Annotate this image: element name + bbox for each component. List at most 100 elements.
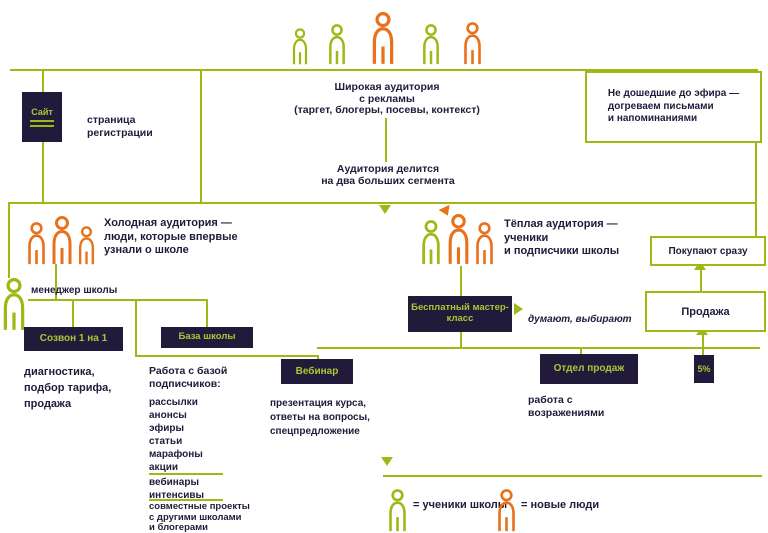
reminder-box-text: Не дошедшие до эфира — догреваем письмам… <box>602 88 745 126</box>
warm-line1: Тёплая аудитория — <box>504 218 618 230</box>
masterclass-box: Бесплатный мастер- класс <box>408 296 512 332</box>
base-item: рассылки <box>149 397 198 408</box>
base-separator-1 <box>149 473 223 475</box>
webinar-line1: презентация курса, <box>270 398 367 409</box>
connector <box>700 266 702 291</box>
base-box: База школы <box>161 327 253 348</box>
cold-line2: люди, которые впервые <box>104 230 238 243</box>
base-item: и блогерами <box>149 522 209 533</box>
legend-orange-label: = новые люди <box>521 499 600 511</box>
sale-label: Продажа <box>681 305 730 318</box>
arrow-right-icon <box>514 303 523 315</box>
person-icon-top-3 <box>370 12 396 66</box>
webinar-line2: ответы на вопросы, <box>270 412 370 423</box>
sales-dept-line2: возражениями <box>528 407 605 419</box>
base-items-group3: совместные проекты с другими школами и б… <box>149 501 250 533</box>
person-icon-cold-3 <box>77 226 96 266</box>
connector <box>317 355 319 361</box>
person-icon-warm-2 <box>446 214 471 266</box>
masterclass-text: Бесплатный мастер- класс <box>411 303 509 324</box>
sales-dept-label: Отдел продаж <box>553 363 625 375</box>
person-icon-warm-1 <box>420 220 442 266</box>
warm-branch-note: Тёплая аудитория — ученики и подписчики … <box>504 218 619 259</box>
site-caption-line2: регистрации <box>87 126 153 139</box>
manager-line3: продажа <box>24 398 72 410</box>
connector <box>460 266 462 297</box>
base-separator-2 <box>149 499 223 501</box>
buy-now-box: Покупают сразу <box>650 236 766 266</box>
sales-dept-note: работа с возражениями <box>528 394 604 420</box>
base-items-group1: рассылки анонсы эфиры статьи марафоны ак… <box>149 396 203 474</box>
audience-note-line2: с рекламы <box>359 92 415 105</box>
buy-now-label: Покупают сразу <box>668 245 748 257</box>
site-thumbnail-box: Сайт <box>22 92 62 142</box>
base-item: акции <box>149 462 179 473</box>
person-icon-manager <box>1 278 27 332</box>
reminder-line2: догреваем письмами <box>607 100 714 112</box>
base-item: статьи <box>149 436 183 447</box>
webinar-label: Вебинар <box>295 365 339 377</box>
percent-label: 5% <box>697 363 711 374</box>
warm-line2: ученики <box>504 231 549 244</box>
legend-green-label: = ученики школы <box>413 499 508 511</box>
percent-box: 5% <box>694 355 714 383</box>
sales-dept-box: Отдел продаж <box>540 354 638 384</box>
base-items-group2: вебинары интенсивы <box>149 477 204 502</box>
arrow-down-left-branch-icon <box>379 205 391 214</box>
base-item: совместные проекты <box>149 501 250 512</box>
thinking-note: думают, выбирают <box>528 314 632 325</box>
base-heading-line2: подписчиков: <box>149 378 221 390</box>
manager-box-label: Созвон 1 на 1 <box>39 333 108 345</box>
legend-green-person-icon <box>387 489 408 533</box>
masterclass-line1: Бесплатный мастер- <box>411 302 509 314</box>
person-icon-warm-3 <box>474 222 495 266</box>
base-item: с другими школами <box>149 511 242 523</box>
reminder-box: Не дошедшие до эфира — догреваем письмам… <box>585 71 762 143</box>
connector <box>460 331 462 348</box>
site-caption: страница регистрации <box>87 114 153 139</box>
base-item: марафоны <box>149 449 203 460</box>
audience-note: Широкая аудитория с рекламы (таргет, бло… <box>252 81 522 117</box>
webinar-box: Вебинар <box>281 359 353 384</box>
sale-box: Продажа <box>645 291 766 332</box>
connector <box>55 264 57 300</box>
reminder-line3: и напоминаниями <box>607 113 698 125</box>
reminder-line1: Не дошедшие до эфира — <box>607 88 740 100</box>
person-icon-cold-1 <box>26 222 47 266</box>
person-icon-top-1 <box>291 28 309 66</box>
connector <box>42 142 44 203</box>
base-item: эфиры <box>149 423 185 434</box>
cold-line1: Холодная аудитория — <box>104 217 232 229</box>
connector-left-rail <box>8 204 10 278</box>
connector <box>72 301 74 329</box>
person-icon-top-4 <box>421 24 441 66</box>
manager-note: диагностика, подбор тарифа, продажа <box>24 364 111 412</box>
base-item: вебинары <box>149 477 200 488</box>
connector-top-line <box>10 69 758 71</box>
connector <box>580 349 582 356</box>
connector <box>42 71 44 92</box>
cold-line3: узнали о школе <box>104 244 189 256</box>
connector-right-dist-line <box>317 347 760 349</box>
legend-orange-person-icon <box>496 489 517 533</box>
connector-left-dist-line <box>28 299 208 301</box>
base-heading: Работа с базой подписчиков: <box>149 365 227 391</box>
base-heading-line1: Работа с базой <box>149 365 228 377</box>
audience-note-line3: (таргет, блогеры, посевы, контекст) <box>294 104 480 116</box>
person-icon-top-2 <box>327 24 347 66</box>
legend-divider <box>383 475 762 477</box>
connector <box>385 118 387 162</box>
connector <box>702 332 704 356</box>
webinar-note: презентация курса, ответы на вопросы, сп… <box>270 397 370 439</box>
connector <box>206 301 208 327</box>
manager-label: менеджер школы <box>31 285 118 296</box>
base-label: База школы <box>178 331 236 343</box>
site-caption-line1: страница <box>87 114 136 126</box>
connector <box>755 139 757 203</box>
person-icon-cold-2 <box>50 216 74 266</box>
split-line2: на два больших сегмента <box>321 175 455 187</box>
split-note: Аудитория делится на два больших сегмент… <box>288 163 488 187</box>
base-item: анонсы <box>149 410 187 421</box>
manager-line1: диагностика, <box>24 366 95 378</box>
